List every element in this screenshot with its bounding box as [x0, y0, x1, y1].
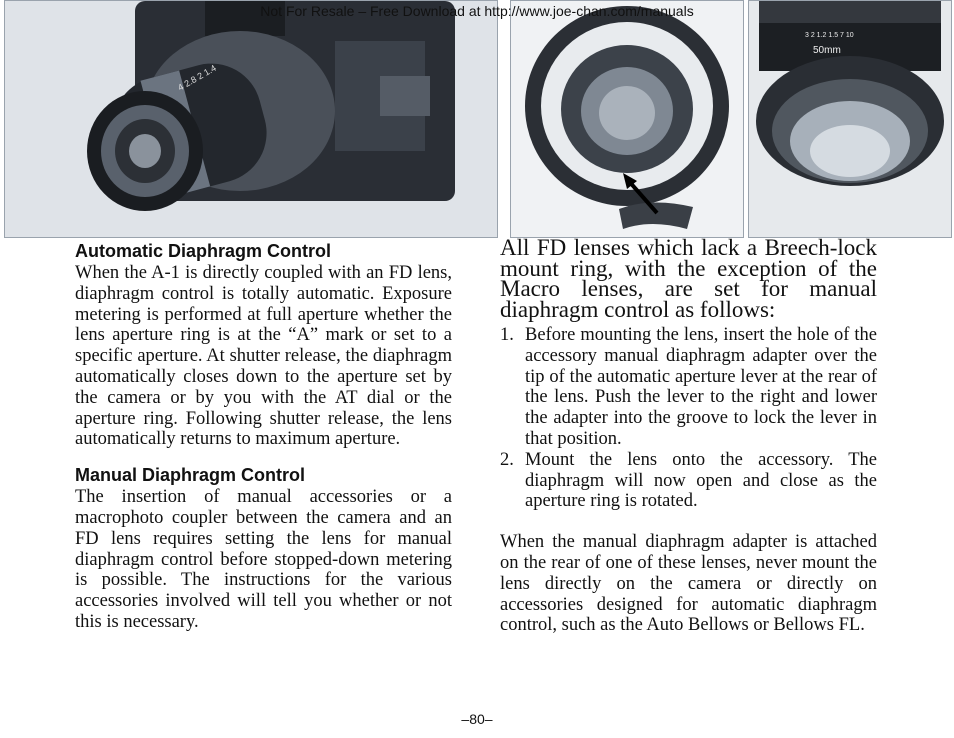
step-number: 2.	[500, 449, 514, 470]
list-item: 2. Mount the lens onto the accessory. Th…	[500, 450, 877, 512]
manual-diaphragm-heading: Manual Diaphragm Control	[75, 465, 306, 486]
lens-closeup-photo: 50mm 3 2 1.2 1.5 7 10	[748, 0, 952, 238]
adapter-warning-text: When the manual diaphragm adapter is att…	[500, 532, 877, 636]
step-text: Before mounting the lens, insert the hol…	[525, 325, 877, 449]
left-column: Automatic Diaphragm Control When the A-1…	[75, 238, 452, 633]
lens-rear-illustration	[511, 1, 743, 237]
step-text: Mount the lens onto the accessory. The d…	[525, 449, 877, 512]
lens-closeup-illustration: 50mm 3 2 1.2 1.5 7 10	[749, 1, 951, 237]
automatic-diaphragm-heading: Automatic Diaphragm Control	[75, 241, 332, 261]
automatic-diaphragm-text: When the A-1 is directly coupled with an…	[75, 263, 452, 450]
steps-list: 1. Before mounting the lens, insert the …	[500, 325, 877, 512]
right-column: All FD lenses which lack a Breech-lock m…	[500, 235, 877, 636]
lens-rear-adapter-photo	[510, 0, 744, 238]
camera-illustration: 4 2.8 2 1.4	[5, 1, 497, 237]
camera-lens-photo: 4 2.8 2 1.4	[4, 0, 498, 238]
watermark: Not For Resale – Free Download at http:/…	[260, 3, 694, 19]
fd-lenses-intro: All FD lenses which lack a Breech-lock m…	[500, 235, 877, 322]
page-number: –80–	[461, 711, 493, 727]
list-item: 1. Before mounting the lens, insert the …	[500, 325, 877, 450]
manual-diaphragm-text: The insertion of manual accessories or a…	[75, 487, 452, 632]
step-number: 1.	[500, 325, 514, 345]
lens-focal-marking: 50mm	[813, 45, 841, 56]
lens-aperture-scale: 3 2 1.2 1.5 7 10	[805, 32, 854, 39]
